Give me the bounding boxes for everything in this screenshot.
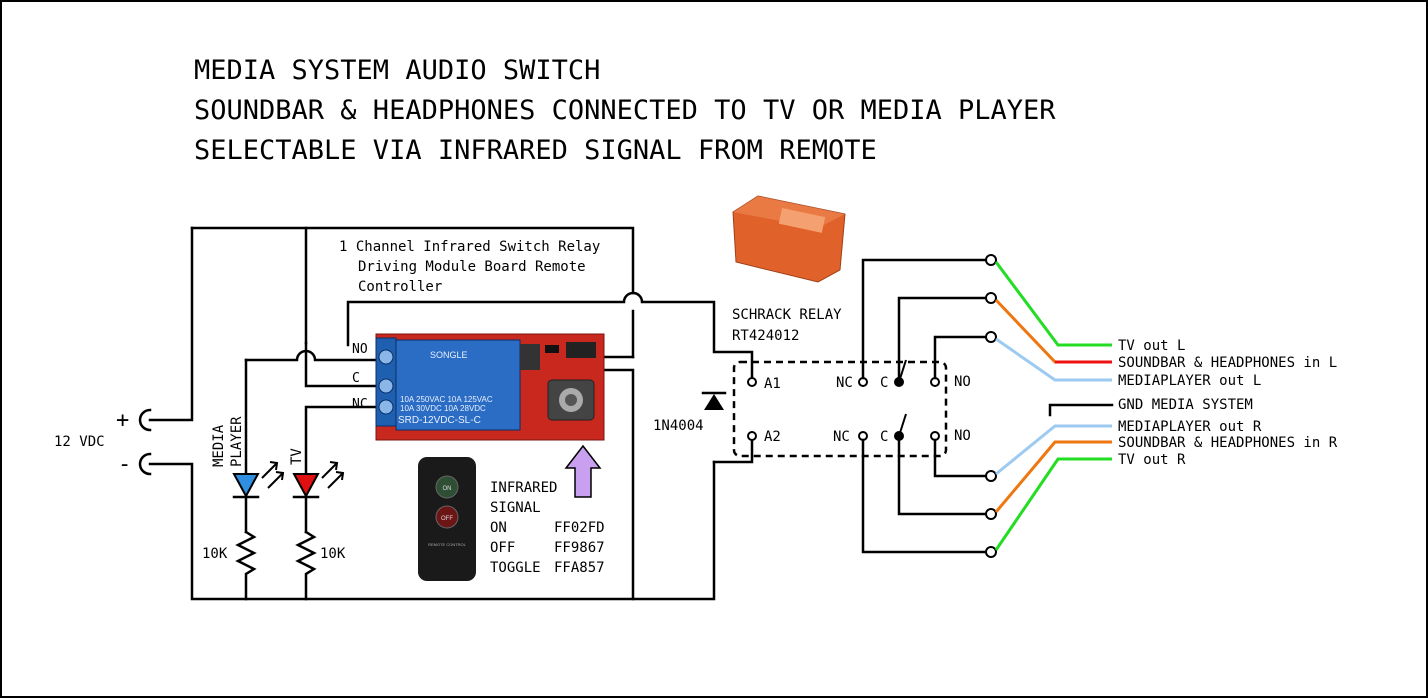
svg-text:10A 250VAC 10A 125VAC: 10A 250VAC 10A 125VAC bbox=[400, 395, 493, 404]
schrack-relay-photo bbox=[732, 195, 846, 283]
switch1-no-label: NO bbox=[954, 374, 971, 390]
ir-code-value-on: FF02FD bbox=[554, 520, 605, 536]
module-pin-nc: NC bbox=[352, 397, 368, 412]
diode-1n4004: 1N4004 bbox=[653, 391, 727, 434]
output-label-mediaplayer-r: MEDIAPLAYER out R bbox=[1118, 419, 1262, 435]
title-line-3: SELECTABLE VIA INFRARED SIGNAL FROM REMO… bbox=[194, 135, 877, 166]
module-desc-line-3: Controller bbox=[358, 279, 442, 295]
resistor-2-label: 10K bbox=[320, 546, 346, 562]
module-pin-c: C bbox=[352, 371, 360, 386]
ir-code-value-toggle: FFA857 bbox=[554, 560, 605, 576]
remote-off-icon: OFF bbox=[441, 516, 453, 522]
output-label-list: TV out L SOUNDBAR & HEADPHONES in L MEDI… bbox=[1118, 338, 1338, 468]
relay-brand: SONGLE bbox=[430, 350, 468, 360]
ir-code-table: INFRARED SIGNAL ON FF02FD OFF FF9867 TOG… bbox=[490, 480, 605, 576]
colored-audio-wires bbox=[994, 261, 1114, 551]
relay-name-2: RT424012 bbox=[732, 328, 799, 344]
relay-name-1: SCHRACK RELAY bbox=[732, 307, 842, 323]
resistor-1-label: 10K bbox=[202, 546, 228, 562]
remote-on-icon: ON bbox=[443, 486, 452, 492]
resistor-2: 10K bbox=[295, 530, 346, 601]
relay-contact-wiring bbox=[861, 258, 987, 554]
ir-remote: ON OFF REMOTE CONTROL bbox=[418, 457, 476, 581]
ir-code-label-on: ON bbox=[490, 520, 507, 536]
led-media-player: MEDIA PLAYER bbox=[211, 416, 285, 534]
output-label-gnd: GND MEDIA SYSTEM bbox=[1118, 397, 1253, 413]
ir-code-label-off: OFF bbox=[490, 540, 515, 556]
svg-text:10A 30VDC 10A 28VDC: 10A 30VDC 10A 28VDC bbox=[400, 404, 486, 413]
output-label-soundbar-r: SOUNDBAR & HEADPHONES in R bbox=[1118, 435, 1338, 451]
diode-label: 1N4004 bbox=[653, 418, 704, 434]
module-description: 1 Channel Infrared Switch Relay Driving … bbox=[339, 239, 600, 295]
switch2-nc-label: NC bbox=[833, 429, 850, 445]
songle-relay bbox=[395, 339, 521, 431]
diode-icon bbox=[704, 394, 724, 410]
output-terminals bbox=[985, 254, 997, 558]
ground-symbol bbox=[1048, 403, 1114, 417]
relay-outline bbox=[732, 360, 948, 458]
switch1-nc-label: NC bbox=[836, 375, 853, 391]
media-led-label-1: MEDIA bbox=[211, 424, 227, 467]
minus-sign: - bbox=[118, 452, 131, 477]
coil-a2-label: A2 bbox=[764, 429, 781, 445]
ir-heading-1: INFRARED bbox=[490, 480, 557, 496]
minus-terminal bbox=[138, 452, 152, 476]
ir-heading-2: SIGNAL bbox=[490, 500, 541, 516]
output-label-tv-l: TV out L bbox=[1118, 338, 1185, 354]
coil-a1-label: A1 bbox=[764, 376, 781, 392]
switch2-c-label: C bbox=[880, 429, 888, 445]
title-line-1: MEDIA SYSTEM AUDIO SWITCH bbox=[194, 55, 600, 86]
relay-switch-2: NC C NO bbox=[833, 413, 971, 445]
plus-sign: + bbox=[116, 408, 129, 433]
media-led-icon bbox=[232, 473, 260, 499]
module-desc-line-1: 1 Channel Infrared Switch Relay bbox=[339, 239, 600, 255]
ir-code-value-off: FF9867 bbox=[554, 540, 605, 556]
ir-relay-module: SONGLE 10A 250VAC 10A 125VAC 10A 30VDC 1… bbox=[375, 333, 605, 441]
ir-signal-arrow-icon bbox=[564, 444, 602, 498]
switch1-c-label: C bbox=[880, 375, 888, 391]
supply-voltage-label: 12 VDC bbox=[54, 434, 105, 450]
plus-terminal bbox=[138, 408, 152, 432]
ir-code-label-toggle: TOGGLE bbox=[490, 560, 541, 576]
resistor-1: 10K bbox=[202, 530, 257, 601]
title-line-2: SOUNDBAR & HEADPHONES CONNECTED TO TV OR… bbox=[194, 95, 1056, 126]
output-label-mediaplayer-l: MEDIAPLAYER out L bbox=[1118, 373, 1261, 389]
power-wiring bbox=[148, 226, 754, 601]
tv-led-icon bbox=[292, 473, 320, 499]
output-label-soundbar-l: SOUNDBAR & HEADPHONES in L bbox=[1118, 355, 1337, 371]
relay-model: SRD-12VDC-SL-C bbox=[398, 415, 481, 426]
switch2-no-label: NO bbox=[954, 428, 971, 444]
supply-terminals: + - 12 VDC bbox=[54, 408, 152, 477]
tv-led-label: TV bbox=[289, 448, 305, 465]
module-desc-line-2: Driving Module Board Remote bbox=[358, 259, 586, 275]
remote-caption: REMOTE CONTROL bbox=[428, 542, 467, 547]
title-block: MEDIA SYSTEM AUDIO SWITCH SOUNDBAR & HEA… bbox=[194, 55, 1056, 166]
module-pin-no: NO bbox=[352, 342, 368, 357]
media-led-label-2: PLAYER bbox=[229, 416, 245, 467]
led-tv: TV bbox=[289, 448, 345, 534]
output-label-tv-r: TV out R bbox=[1118, 452, 1186, 468]
